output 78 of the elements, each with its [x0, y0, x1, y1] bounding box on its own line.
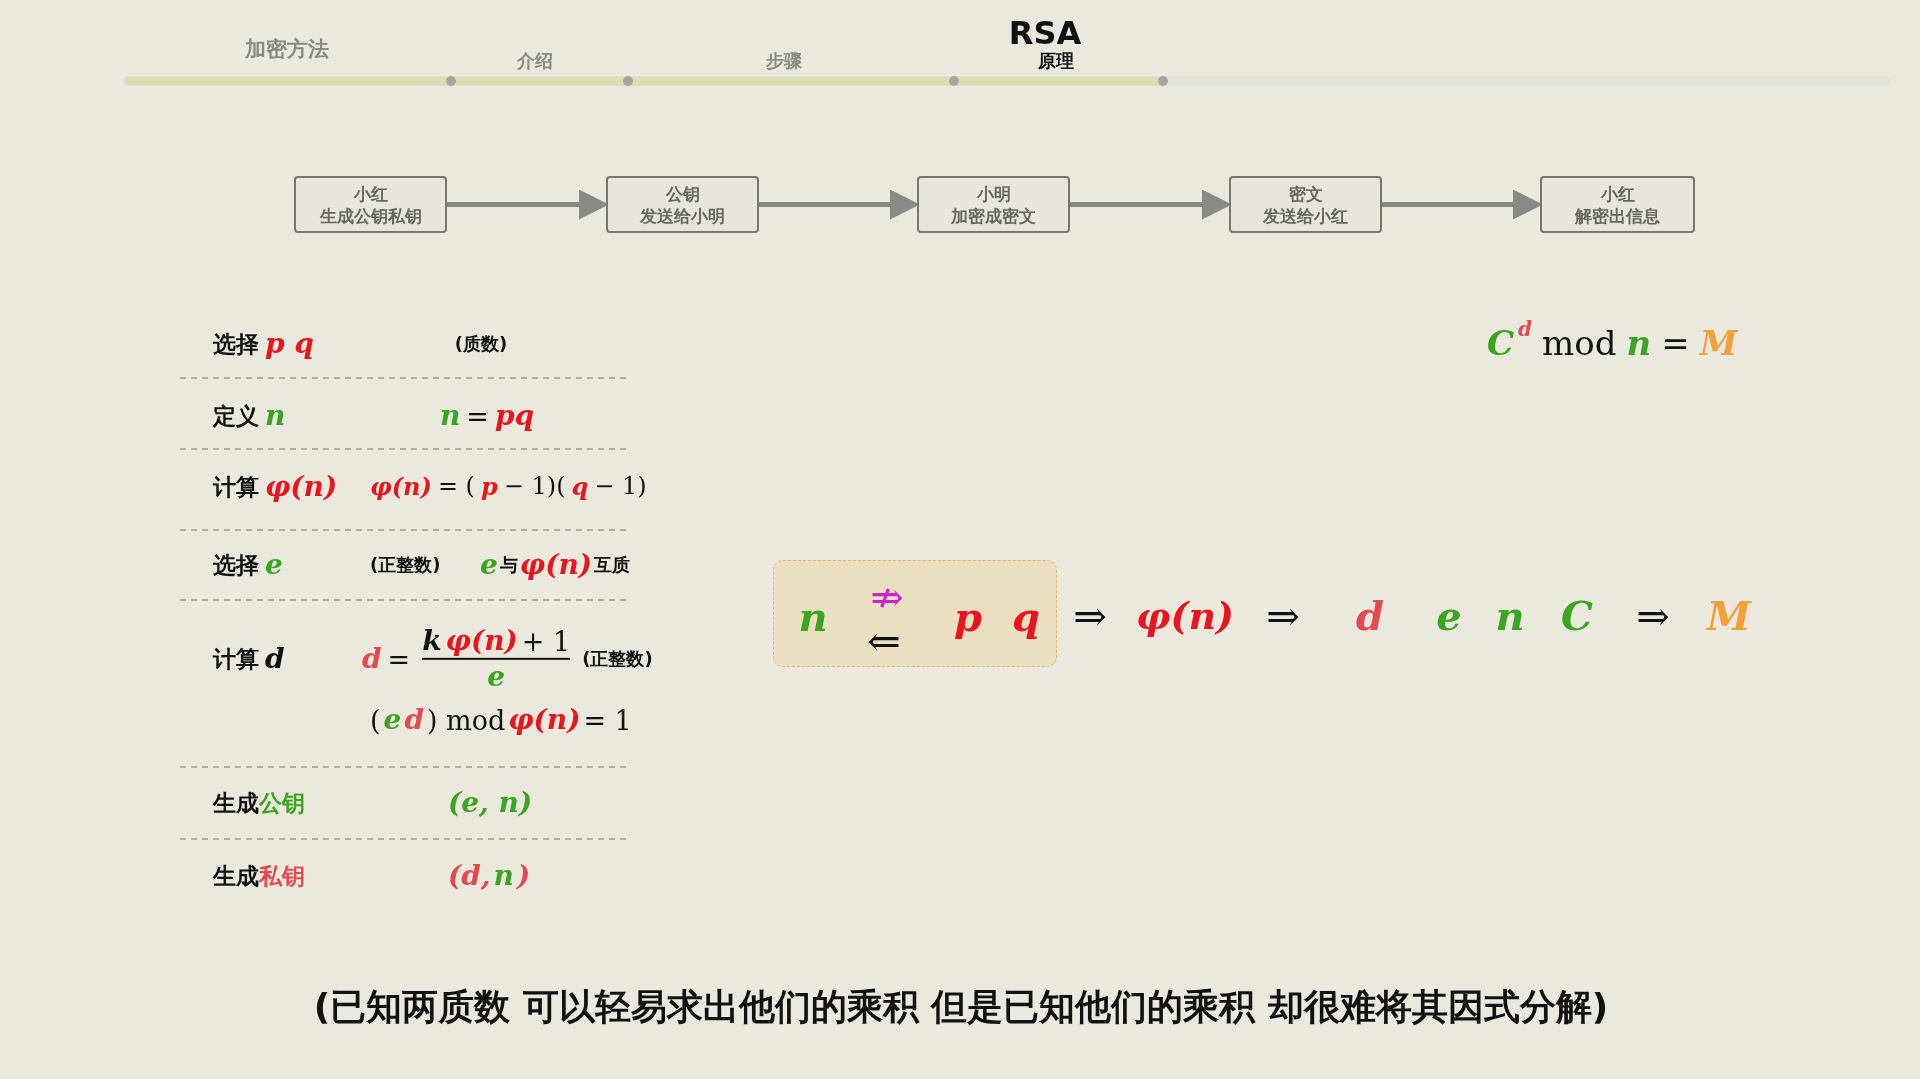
- math-symbol: ) mod: [426, 704, 506, 736]
- math-symbol: p: [481, 473, 498, 501]
- subtitle-text: (已知两质数 可以轻易求出他们的乘积 但是已知他们的乘积 却很难将其因式分解): [313, 986, 1609, 1028]
- process-box: 密文 发送给小红: [1229, 176, 1382, 233]
- math-symbol: φ(n): [445, 624, 518, 657]
- process-box: 小红 生成公钥私钥: [294, 176, 447, 233]
- math-symbol: k: [422, 624, 442, 657]
- math-symbol: ⇒: [1266, 593, 1300, 639]
- math-symbol: ⇐: [867, 621, 901, 661]
- math-symbol: p: [954, 597, 982, 637]
- math-symbol: ⇒: [1636, 593, 1670, 639]
- math-symbol: φ(n): [370, 473, 432, 501]
- math-symbol: φ(n): [519, 548, 592, 582]
- section-title: RSA: [1008, 14, 1082, 52]
- section-label: 原理: [1038, 50, 1074, 72]
- math-symbol: φ(n): [1136, 594, 1234, 638]
- section-label: 步骤: [766, 50, 802, 72]
- math-symbol: n: [493, 859, 514, 893]
- row-label: 生成: [213, 862, 259, 890]
- math-symbol: =: [387, 643, 411, 675]
- math-symbol: p q: [265, 327, 314, 361]
- math-symbol: = 1: [583, 704, 632, 736]
- row-label: 计算: [213, 473, 259, 501]
- math-symbol: ⇒: [1073, 593, 1107, 639]
- math-symbol: C: [1487, 324, 1515, 364]
- math-symbol: d: [404, 703, 424, 737]
- math-symbol: e: [487, 661, 506, 694]
- math-symbol: n: [1626, 324, 1652, 364]
- math-symbol: M: [1706, 593, 1752, 639]
- math-symbol: n: [798, 597, 828, 637]
- row-label: 公钥: [259, 789, 305, 817]
- math-symbol: d: [1518, 318, 1533, 342]
- note-text: (正整数): [582, 648, 653, 670]
- math-symbol: mod: [1542, 324, 1617, 364]
- math-symbol: + 1: [521, 625, 571, 657]
- math-symbol: d: [362, 642, 382, 676]
- math-symbol: φ(n): [508, 703, 581, 737]
- math-symbol: n: [440, 399, 461, 433]
- math-symbol: − 1): [594, 473, 647, 501]
- math-symbol: q: [1012, 597, 1040, 637]
- math-symbol: (d,: [448, 859, 491, 893]
- math-symbol: n: [1495, 593, 1525, 639]
- process-box: 公钥 发送给小明: [606, 176, 759, 233]
- section-label: 介绍: [517, 50, 553, 72]
- row-label: 与: [499, 554, 518, 576]
- math-symbol: d: [1356, 593, 1384, 639]
- process-box: 小红 解密出信息: [1540, 176, 1695, 233]
- row-label: 互质: [594, 554, 630, 576]
- math-symbol: e: [265, 548, 283, 582]
- math-symbol: (e, n): [448, 786, 533, 820]
- row-label: 私钥: [259, 862, 305, 890]
- row-label: 定义: [213, 402, 259, 430]
- note-text: (质数): [454, 333, 508, 355]
- row-label: 选择: [213, 330, 259, 358]
- row-label: 生成: [213, 789, 259, 817]
- math-symbol: d: [265, 642, 285, 676]
- math-symbol: n: [265, 399, 286, 433]
- section-label: 加密方法: [245, 36, 329, 62]
- math-symbol: − 1)(: [503, 473, 566, 501]
- note-text: (正整数): [370, 554, 441, 576]
- row-label: 选择: [213, 551, 259, 579]
- process-box: 小明 加密成密文: [917, 176, 1070, 233]
- row-label: 计算: [213, 645, 259, 673]
- math-symbol: M: [1699, 324, 1738, 364]
- math-symbol: pq: [495, 399, 535, 433]
- math-symbol: =: [466, 400, 489, 432]
- math-symbol: C: [1561, 593, 1593, 639]
- math-symbol: φ(n): [265, 470, 338, 504]
- highlight-box: [773, 560, 1057, 667]
- math-symbol: ): [516, 859, 531, 893]
- math-symbol: q: [571, 473, 589, 501]
- math-symbol: = (: [437, 473, 475, 501]
- math-symbol: e: [383, 703, 402, 737]
- math-symbol: e: [480, 548, 498, 582]
- math-symbol: ⇏: [870, 577, 904, 617]
- math-symbol: e: [1436, 593, 1462, 639]
- math-symbol: =: [1661, 324, 1690, 364]
- math-symbol: (: [370, 704, 381, 736]
